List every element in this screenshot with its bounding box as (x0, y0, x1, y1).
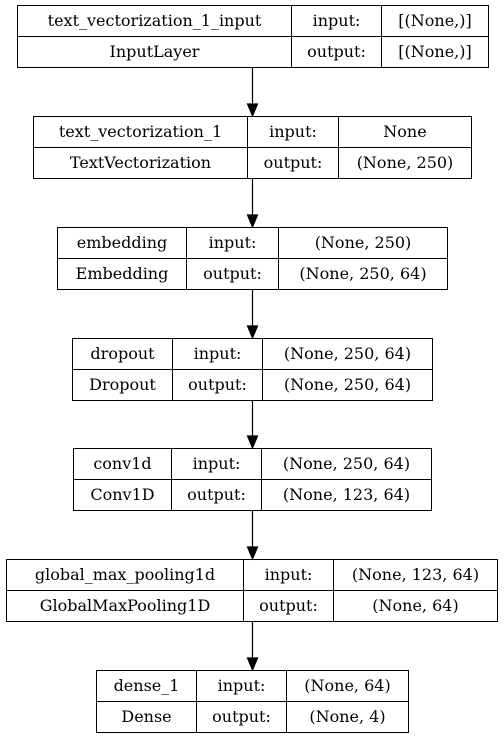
output-label: output: (172, 479, 262, 510)
layer-type: Dropout (73, 369, 173, 400)
layer-name: embedding (58, 228, 187, 259)
input-label: input: (292, 6, 382, 37)
input-label: input: (197, 671, 287, 702)
input-shape: (None, 123, 64) (334, 560, 497, 591)
output-shape: (None, 250, 64) (283, 374, 412, 394)
output-shape: (None, 250) (356, 152, 454, 172)
layer-name: conv1d (74, 449, 172, 480)
layer-name: dropout (73, 339, 173, 370)
arrowhead-1-to-2 (246, 214, 259, 229)
layer-type: TextVectorization (34, 147, 248, 178)
output-label: output: (187, 258, 279, 289)
layer-box-embedding: embedding input: (None, 250) Embedding o… (57, 227, 448, 290)
output-label: output: (173, 369, 263, 400)
input-label: input: (244, 560, 334, 591)
layer-box-conv1d: conv1d input: (None, 250, 64) Conv1D out… (73, 448, 432, 511)
input-shape: (None, 250, 64) (262, 449, 431, 480)
input-label: input: (172, 449, 262, 480)
layer-name: dense_1 (97, 671, 197, 702)
layer-box-text-vectorization-1-input: text_vectorization_1_input input: [(None… (17, 5, 489, 68)
layer-type: Embedding (58, 258, 187, 289)
layer-type: Dense (97, 701, 197, 732)
output-label: output: (248, 147, 339, 178)
input-label: input: (173, 339, 263, 370)
output-label: output: (244, 590, 334, 621)
input-shape: (None, 250, 64) (263, 339, 432, 370)
input-label: input: (187, 228, 279, 259)
layer-type: GlobalMaxPooling1D (7, 590, 244, 621)
input-label: input: (248, 117, 339, 148)
input-shape: (None, 250) (279, 228, 447, 259)
arrowhead-5-to-6 (246, 657, 259, 672)
layer-name: global_max_pooling1d (7, 560, 244, 591)
layer-type: InputLayer (18, 36, 292, 67)
arrowhead-3-to-4 (246, 435, 259, 450)
output-shape: (None, 250, 64) (299, 263, 427, 283)
input-shape: [(None,)] (382, 6, 488, 37)
layer-box-dropout: dropout input: (None, 250, 64) Dropout o… (72, 338, 433, 401)
arrowhead-0-to-1 (246, 103, 259, 118)
output-label: output: (197, 701, 287, 732)
output-shape: (None, 4) (309, 706, 386, 726)
layer-name: text_vectorization_1 (34, 117, 248, 148)
arrowhead-2-to-3 (246, 325, 259, 340)
output-shape: (None, 64) (372, 595, 459, 615)
arrowhead-4-to-5 (246, 546, 259, 561)
output-shape: [(None,)] (398, 41, 472, 61)
layer-name: text_vectorization_1_input (18, 6, 292, 37)
layer-box-global-max-pooling1d: global_max_pooling1d input: (None, 123, … (6, 559, 498, 622)
input-shape: None (339, 117, 471, 148)
output-shape: (None, 123, 64) (282, 484, 411, 504)
layer-type: Conv1D (74, 479, 172, 510)
layer-box-text-vectorization-1: text_vectorization_1 input: None TextVec… (33, 116, 472, 179)
input-shape: (None, 64) (287, 671, 408, 702)
output-label: output: (292, 36, 382, 67)
